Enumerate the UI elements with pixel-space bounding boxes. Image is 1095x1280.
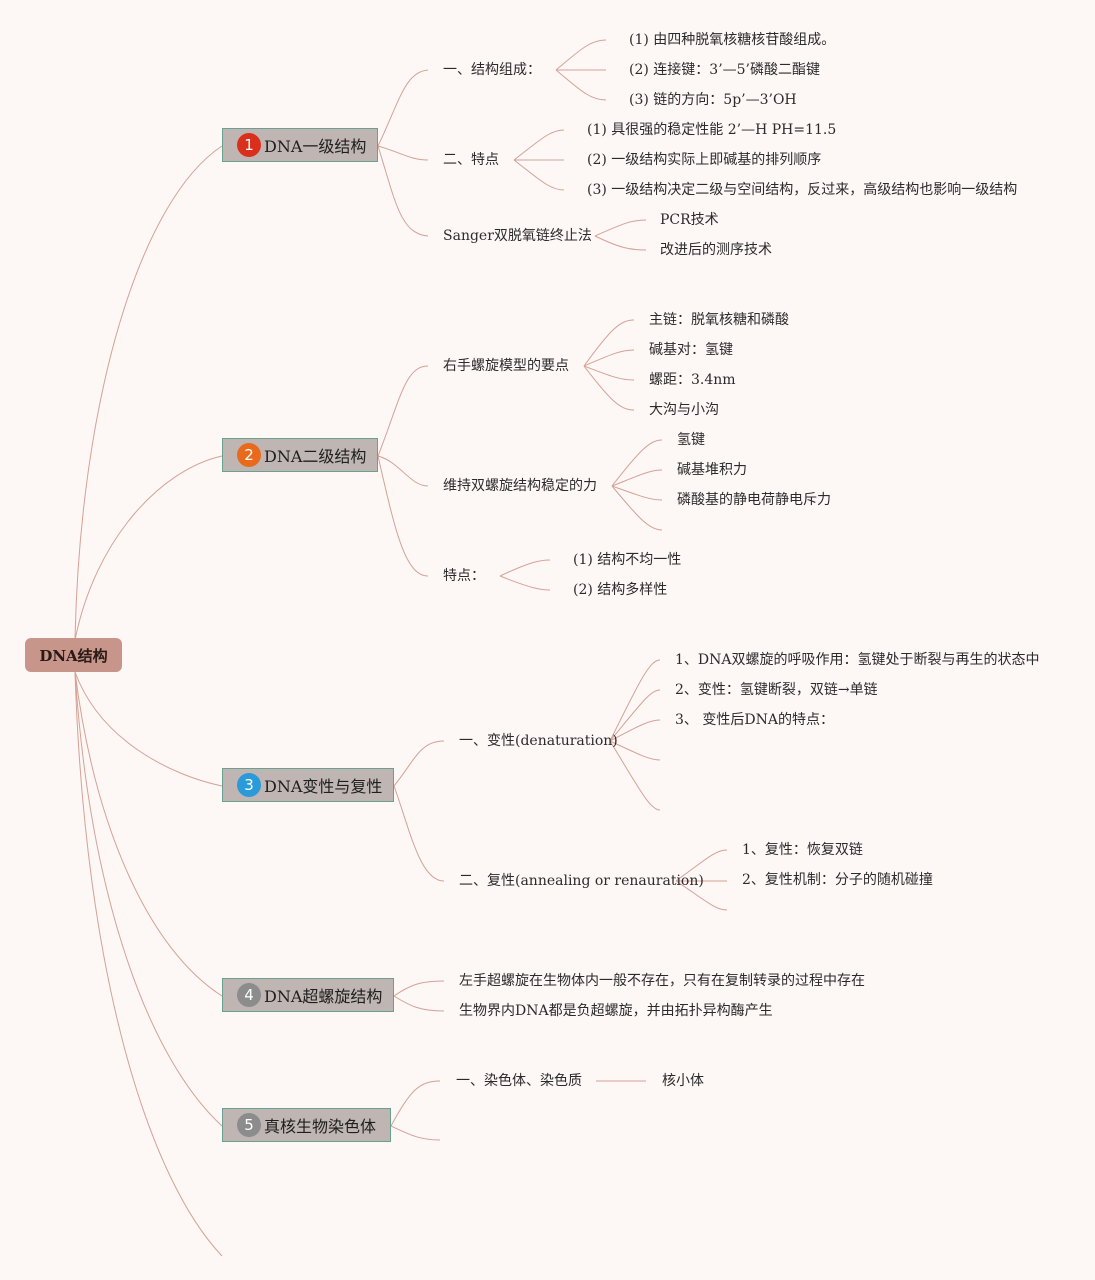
edge-b2-c1-g1	[583, 319, 635, 367]
topic-chromosome-chromatin[interactable]: 一、染色体、染色质	[456, 1073, 582, 1089]
edge-b2-c1	[377, 365, 429, 457]
leaf-node[interactable]: PCR技术	[660, 212, 719, 228]
leaf-node[interactable]: (2) 连接键：3’—5’磷酸二酯键	[629, 62, 820, 78]
topic-sanger-method[interactable]: Sanger双脱氧链终止法	[443, 228, 592, 244]
edge-b3-c2-g3	[675, 880, 728, 911]
topic-denaturation[interactable]: 一、变性(denaturation)	[459, 733, 618, 749]
edge-b2-c2-g3	[611, 485, 663, 501]
leaf-node[interactable]: (3) 链的方向：5p’—3’OH	[629, 92, 797, 108]
topic-stabilizing-forces[interactable]: 维持双螺旋结构稳定的力	[443, 478, 597, 494]
edge-b3-c1-g3	[609, 719, 661, 742]
edge-root-branch4	[74, 671, 223, 997]
edge-b3-c1-g4	[609, 740, 661, 761]
leaf-node[interactable]: 氢键	[677, 432, 705, 448]
edge-b3-c2	[393, 785, 445, 882]
branch-label: DNA变性与复性	[264, 777, 383, 796]
edge-b3-c1-g5	[609, 740, 661, 811]
number-badge-icon: 4	[237, 983, 261, 1007]
edge-b1-c2-g3	[513, 159, 565, 191]
topic-right-hand-helix[interactable]: 右手螺旋模型的要点	[443, 358, 569, 374]
edge-root-extra	[74, 671, 223, 1257]
edge-b2-c2	[377, 455, 429, 487]
edge-b2-c2-g2	[611, 469, 663, 487]
leaf-node[interactable]: 1、DNA双螺旋的呼吸作用：氢键处于断裂与再生的状态中	[675, 652, 1040, 668]
edge-b4-c2	[393, 995, 445, 1012]
leaf-node[interactable]: 3、 变性后DNA的特点：	[675, 712, 834, 728]
leaf-node[interactable]: 碱基对：氢键	[649, 342, 733, 358]
edge-b4-c1	[393, 980, 445, 997]
branch-dna-denaturation-renaturation[interactable]: 3 DNA变性与复性	[222, 768, 394, 802]
leaf-node[interactable]: (2) 结构多样性	[573, 582, 668, 598]
number-badge-icon: 2	[237, 443, 261, 467]
edge-b3-c1	[393, 740, 445, 787]
number-badge-icon: 1	[237, 133, 261, 157]
number-badge-icon: 3	[237, 773, 261, 797]
leaf-node[interactable]: (1) 结构不均一性	[573, 552, 682, 568]
edge-b3-c1-g2	[609, 689, 661, 742]
edge-b1-c2	[377, 145, 429, 161]
leaf-node[interactable]: (1) 由四种脱氧核糖核苷酸组成。	[629, 32, 836, 48]
edge-b3-c2-g1	[675, 849, 728, 882]
leaf-node[interactable]: 磷酸基的静电荷静电斥力	[677, 492, 831, 508]
branch-label: DNA一级结构	[264, 137, 367, 156]
leaf-node[interactable]: 主链：脱氧核糖和磷酸	[649, 312, 789, 328]
edge-b2-c1-g4	[583, 365, 635, 411]
edge-b2-c1-g3	[583, 365, 635, 381]
edge-b1-c1	[377, 69, 429, 147]
leaf-node[interactable]: 大沟与小沟	[649, 402, 719, 418]
edge-b1-c3	[377, 145, 429, 237]
leaf-node[interactable]: 核小体	[662, 1073, 704, 1089]
edge-root-branch5	[74, 671, 223, 1127]
leaf-node[interactable]: 螺距：3.4nm	[649, 372, 736, 388]
edge-root-branch1	[74, 145, 223, 641]
branch-eukaryotic-chromosome[interactable]: 5 真核生物染色体	[222, 1108, 391, 1142]
edge-b1-c3-g1	[594, 219, 647, 237]
root-node[interactable]: DNA结构	[25, 638, 122, 672]
branch-label: DNA二级结构	[264, 447, 367, 466]
leaf-node[interactable]: (2) 一级结构实际上即碱基的排列顺序	[587, 152, 822, 168]
edge-b1-c2-g1	[513, 129, 565, 161]
leaf-node[interactable]: (3) 一级结构决定二级与空间结构，反过来，高级结构也影响一级结构	[587, 182, 1018, 198]
branch-dna-secondary-structure[interactable]: 2 DNA二级结构	[222, 438, 378, 472]
leaf-node[interactable]: 2、复性机制：分子的随机碰撞	[742, 872, 933, 888]
edge-root-branch3	[74, 671, 223, 787]
leaf-node[interactable]: 改进后的测序技术	[660, 242, 772, 258]
branch-label: 真核生物染色体	[264, 1117, 377, 1136]
edge-root-branch2	[74, 455, 223, 641]
edge-b2-c3-g2	[499, 575, 551, 591]
number-badge-icon: 5	[237, 1113, 261, 1137]
topic-negative-supercoil[interactable]: 生物界内DNA都是负超螺旋，并由拓扑异构酶产生	[459, 1003, 773, 1019]
edge-b2-c2-g1	[611, 439, 663, 487]
branch-dna-primary-structure[interactable]: 1 DNA一级结构	[222, 128, 378, 162]
edge-b1-c1-g3	[555, 69, 607, 101]
topic-features[interactable]: 特点：	[443, 568, 485, 584]
edge-b2-c1-g2	[583, 349, 635, 367]
leaf-node[interactable]: 碱基堆积力	[677, 462, 747, 478]
leaf-node[interactable]: (1) 具很强的稳定性能 2’—H PH=11.5	[587, 122, 837, 138]
edge-b2-c2-g4	[611, 485, 663, 531]
topic-features[interactable]: 二、特点	[443, 152, 499, 168]
edge-b1-c3-g2	[594, 235, 647, 251]
leaf-node[interactable]: 1、复性：恢复双链	[742, 842, 863, 858]
edge-b5-c2	[390, 1125, 441, 1141]
edge-b2-c3-g1	[499, 559, 551, 577]
edge-b2-c3	[377, 455, 429, 577]
topic-renaturation[interactable]: 二、复性(annealing or renauration)	[459, 873, 704, 889]
edge-b1-c1-g1	[555, 39, 607, 71]
topic-structure-composition[interactable]: 一、结构组成：	[443, 62, 541, 78]
leaf-node[interactable]: 2、变性：氢键断裂，双链→单链	[675, 682, 878, 698]
edge-b3-c1-g1	[609, 659, 661, 742]
edge-b5-c1	[390, 1080, 441, 1127]
root-label: DNA结构	[39, 646, 108, 665]
branch-dna-supercoil[interactable]: 4 DNA超螺旋结构	[222, 978, 394, 1012]
branch-label: DNA超螺旋结构	[264, 987, 383, 1006]
topic-left-supercoil[interactable]: 左手超螺旋在生物体内一般不存在，只有在复制转录的过程中存在	[459, 973, 865, 989]
